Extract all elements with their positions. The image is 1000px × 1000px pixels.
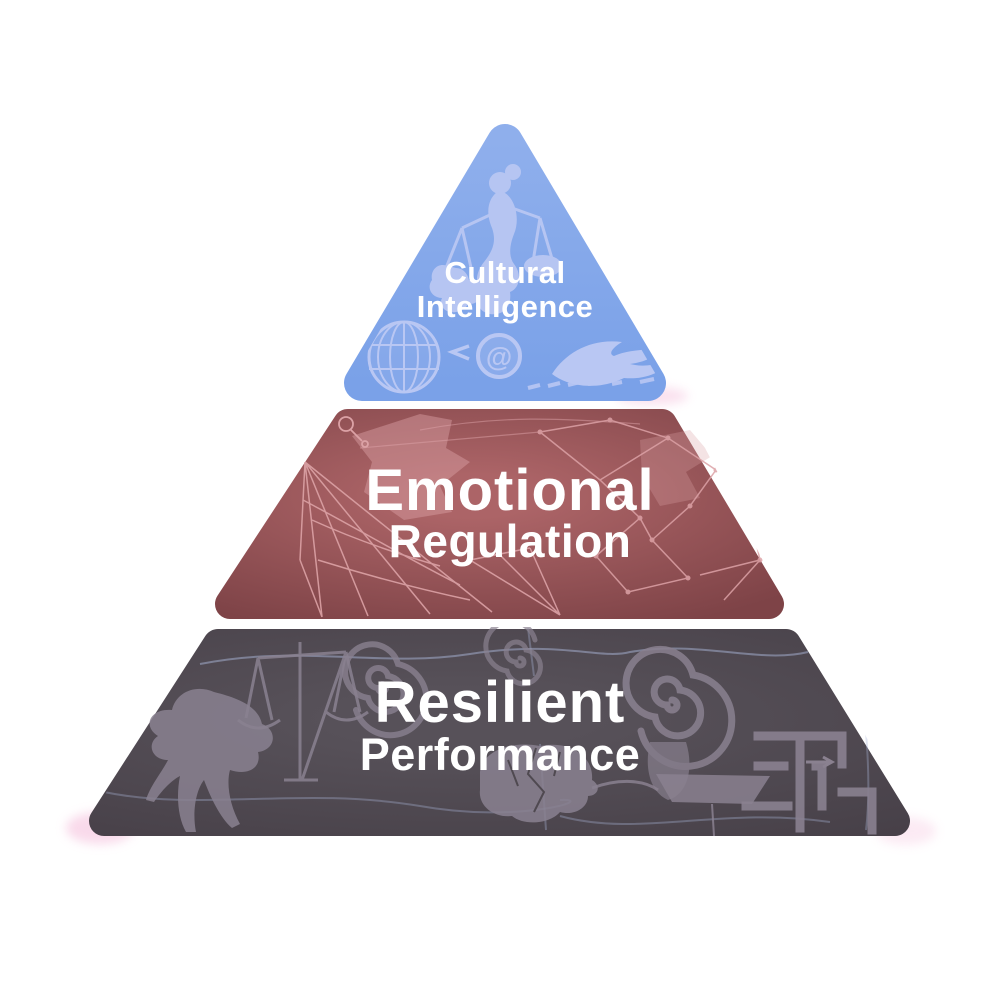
level-2-shape xyxy=(215,409,784,619)
globe-icon xyxy=(367,320,441,394)
at-symbol-icon: @ xyxy=(476,333,522,379)
maze-blocks-icon xyxy=(741,731,877,835)
boat-pan-icon xyxy=(591,774,770,837)
arrow-icon xyxy=(806,755,836,769)
level-1-title-line1: Cultural xyxy=(444,255,565,290)
justice-scales-icon xyxy=(237,642,369,782)
less-than-icon xyxy=(447,344,470,361)
level-resilient-performance: Resilient Performance xyxy=(89,627,910,837)
parrot-icon xyxy=(146,688,273,832)
polygon-network-icon xyxy=(359,417,763,601)
wireframe-fan-icon xyxy=(299,461,561,618)
justice-figure-icon xyxy=(429,164,562,315)
level-3-title-line2: Performance xyxy=(360,729,641,780)
level-emotional-regulation: Emotional Regulation xyxy=(215,409,784,619)
dove-icon xyxy=(527,341,672,390)
level-2-title-line1: Emotional xyxy=(365,458,654,523)
level-3-title-line1: Resilient xyxy=(375,670,626,735)
level-3-decorations xyxy=(103,627,877,837)
level-1-decorations: @ xyxy=(367,164,672,394)
level-cultural-intelligence: @ Cultural Intelligence xyxy=(344,124,672,401)
level-1-title-line2: Intelligence xyxy=(417,289,594,324)
at-symbol-glyph: @ xyxy=(486,342,512,372)
level-2-title-line2: Regulation xyxy=(389,515,632,567)
spiral-head-left-icon xyxy=(342,641,430,739)
skull-icon xyxy=(479,744,598,823)
spiral-head-top-icon xyxy=(483,627,543,687)
level-2-decorations xyxy=(299,414,763,618)
